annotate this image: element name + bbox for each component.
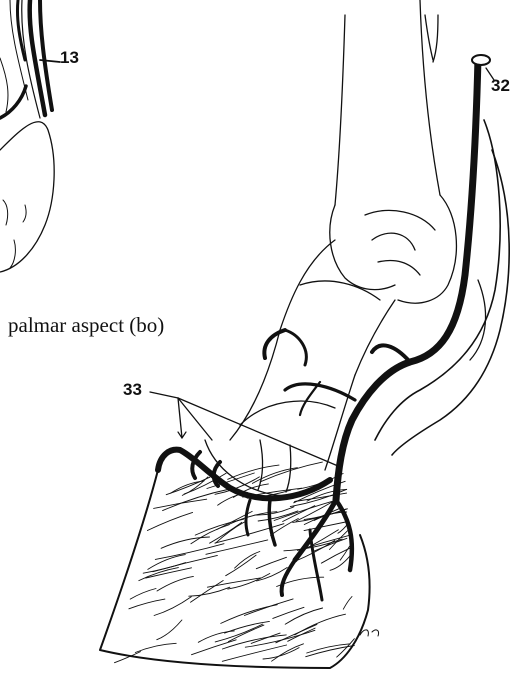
palmar-aspect-figure xyxy=(0,0,60,272)
hatch-stroke xyxy=(295,614,346,635)
hatch-stroke xyxy=(285,608,322,624)
label-13: 13 xyxy=(60,48,79,68)
hatch-stroke xyxy=(154,597,191,616)
hatch-stroke xyxy=(330,556,350,570)
caption-palmar-aspect: palmar aspect (bo) xyxy=(8,313,164,338)
hatch-stroke xyxy=(288,628,315,641)
hatch-stroke xyxy=(307,644,351,653)
label-33: 33 xyxy=(123,380,142,400)
hatch-stroke xyxy=(256,557,286,568)
hatch-stroke xyxy=(147,512,192,530)
limb-bones xyxy=(205,0,456,496)
hatch-stroke xyxy=(157,576,193,591)
hatch-stroke xyxy=(154,499,207,508)
vein-32 xyxy=(264,55,509,500)
hatch-stroke xyxy=(135,643,176,652)
hatch-stroke xyxy=(189,587,230,596)
hatch-stroke xyxy=(130,589,156,600)
hatch-stroke xyxy=(226,555,256,576)
hatch-stroke xyxy=(207,578,260,587)
hatch-stroke xyxy=(222,645,286,661)
hatch-stroke xyxy=(304,522,348,531)
hatch-stroke xyxy=(276,624,317,642)
hatch-stroke xyxy=(129,599,165,609)
label-32: 32 xyxy=(491,76,510,96)
hatch-stroke xyxy=(244,599,293,616)
artist-signature xyxy=(360,630,379,636)
hatch-stroke xyxy=(161,537,209,548)
leader-33 xyxy=(150,392,338,466)
hatch-stroke xyxy=(235,552,260,569)
hatch-stroke xyxy=(228,574,270,590)
hatch-stroke xyxy=(157,620,182,640)
hatch-stroke xyxy=(272,644,304,661)
hatch-stroke xyxy=(139,568,179,581)
hatch-stroke xyxy=(198,631,234,642)
hatch-stroke xyxy=(343,597,352,610)
